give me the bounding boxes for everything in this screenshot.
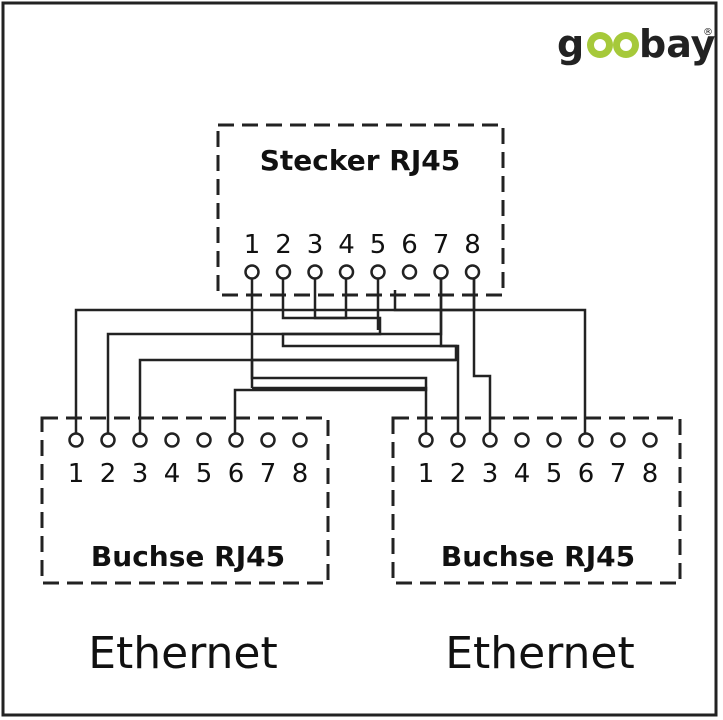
jack-2-pin-5-number: 5 [546,459,563,489]
plug-pin-4-number: 4 [338,230,355,260]
plug-pin-6-contact [401,264,418,280]
jack-1-pin-1-contact [68,432,84,448]
plug-title: Stecker RJ45 [260,144,461,177]
wire-plug1-jackA6 [233,278,428,434]
jack-1-pin-6-number: 6 [228,459,245,489]
jack-1-pin-2-number: 2 [100,459,117,489]
logo-o-1-hole [594,39,606,51]
plug-pin-6-number: 6 [401,230,418,260]
jack-2-pin-8-contact [642,432,658,448]
plug-pin-8-number: 8 [464,230,481,260]
logo-prefix: g [557,22,584,66]
jack-2-pin-2-contact [450,432,466,448]
jack-2-label: Ethernet [445,628,635,679]
wire-plug7-jackB2 [439,278,460,434]
registered-mark: ® [703,27,713,38]
jack-2-pin-7-number: 7 [610,459,627,489]
wire-plug2-jackB1 [252,386,428,434]
jack-2-pin-1-contact [418,432,434,448]
jack-1-pin-7-contact [260,432,276,448]
plug-pin-5-number: 5 [370,230,387,260]
jack-2-title: Buchse RJ45 [441,540,635,573]
plug-pin-3-contact [307,264,323,280]
jack-1-pin-4-contact [164,432,180,448]
wire-jackA2 [106,278,443,434]
jack-2-pin-3-number: 3 [482,459,499,489]
plug-pin-7-number: 7 [433,230,450,260]
wire-jackA1 [74,278,476,434]
plug-pin-8-contact [464,264,481,280]
jack-1-pin-8-number: 8 [292,459,309,489]
jack-2-pin-8-number: 8 [642,459,659,489]
jack-1-label: Ethernet [88,628,278,679]
jack-1-pin-7-number: 7 [260,459,277,489]
plug-pin-7-contact [433,264,449,280]
jack-2-pin-4-number: 4 [514,459,531,489]
jack-1-pin-8-contact [292,432,308,448]
jack-1-pin-1-number: 1 [68,459,85,489]
jack-2-pin-5-contact [546,432,562,448]
jack-1-pin-3-contact [132,432,148,448]
jack-1-pin-5-number: 5 [196,459,213,489]
wire-plug3-loop [313,278,348,320]
jack-2-pin-4-contact [514,432,530,448]
jack-1-pin-4-number: 4 [164,459,181,489]
wire-jackA3 [138,358,456,434]
plug-pin-1-contact [244,264,260,280]
goobay-logo: g bay ® [557,22,716,66]
logo-suffix: bay [639,22,716,66]
plug-pin-5-contact [370,264,386,280]
logo-o-2-hole [620,39,632,51]
jack-1-pin-6-contact [228,432,244,448]
wires [74,278,587,434]
jack-1-pin-2-contact [100,432,116,448]
jack-box-1 [40,416,330,585]
plug-pin-1-number: 1 [244,230,261,260]
jack-2-pin-6-contact [578,432,594,448]
jack-1-title: Buchse RJ45 [91,540,285,573]
jack-2-pin-2-number: 2 [450,459,467,489]
jack-2-pin-6-number: 6 [578,459,595,489]
plug-pin-4-contact [338,264,355,280]
plug-pin-3-number: 3 [307,230,324,260]
jack-box-2 [391,416,682,585]
jack-1-pin-5-contact [196,432,212,448]
wire-plug6-jackB6 [393,290,587,434]
jack-2-pin-3-contact [482,432,498,448]
jack-2-pin-1-number: 1 [418,459,435,489]
wire-plug8-jackB3 [472,278,492,434]
jack-2-pin-7-contact [610,432,626,448]
plug-box [216,123,505,297]
jack-1-pin-3-number: 3 [132,459,149,489]
plug-pin-2-contact [275,264,292,280]
plug-pin-2-number: 2 [275,230,292,260]
